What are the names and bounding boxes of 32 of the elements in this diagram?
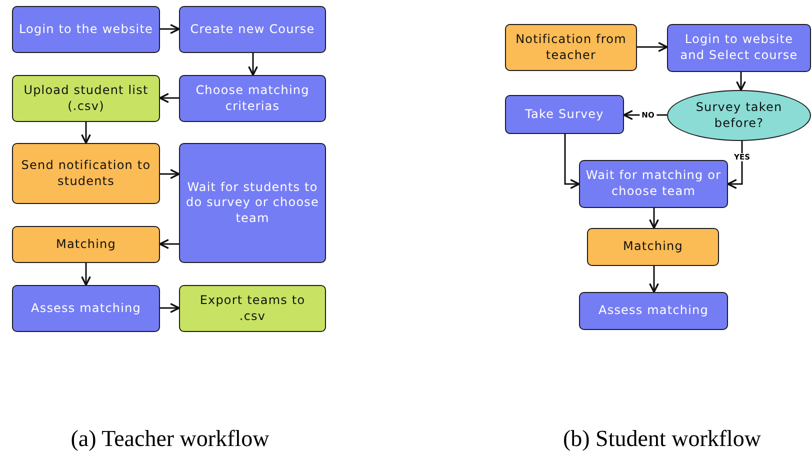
process-box: Choose matching criterias — [179, 75, 326, 122]
arrow — [637, 42, 668, 52]
process-box: Wait for students to do survey or choose team — [179, 143, 326, 263]
process-box: Take Survey — [505, 95, 624, 134]
caption: (b) Student workflow — [562, 426, 762, 452]
process-box: Assess matching — [12, 285, 160, 332]
arrow — [159, 92, 179, 104]
decision-terminal: Survey taken before? — [667, 90, 811, 141]
arrow — [160, 24, 180, 34]
arrow — [159, 238, 179, 250]
process-box: Export teams to .csv — [179, 285, 326, 332]
process-box: Send notification to students — [12, 143, 160, 204]
process-box: Login to website and Select course — [667, 24, 811, 72]
arrow — [248, 53, 258, 76]
arrow — [727, 141, 743, 190]
process-box: Matching — [12, 226, 160, 263]
arrow — [80, 263, 92, 286]
arrow — [564, 134, 580, 190]
process-box: Notification from teacher — [505, 24, 637, 71]
process-box: Wait for matching or choose team — [579, 160, 728, 208]
process-box: Assess matching — [579, 292, 728, 330]
arrow — [648, 266, 660, 293]
process-box: Login to the website — [12, 6, 160, 53]
arrow — [736, 72, 746, 91]
arrow — [80, 122, 92, 144]
process-box: Matching — [587, 228, 719, 266]
arrow — [160, 168, 180, 180]
arrow — [648, 208, 660, 229]
caption: (a) Teacher workflow — [70, 426, 270, 452]
arrow — [160, 302, 180, 314]
process-box: Upload student list (.csv) — [12, 75, 160, 122]
process-box: Create new Course — [179, 6, 326, 53]
